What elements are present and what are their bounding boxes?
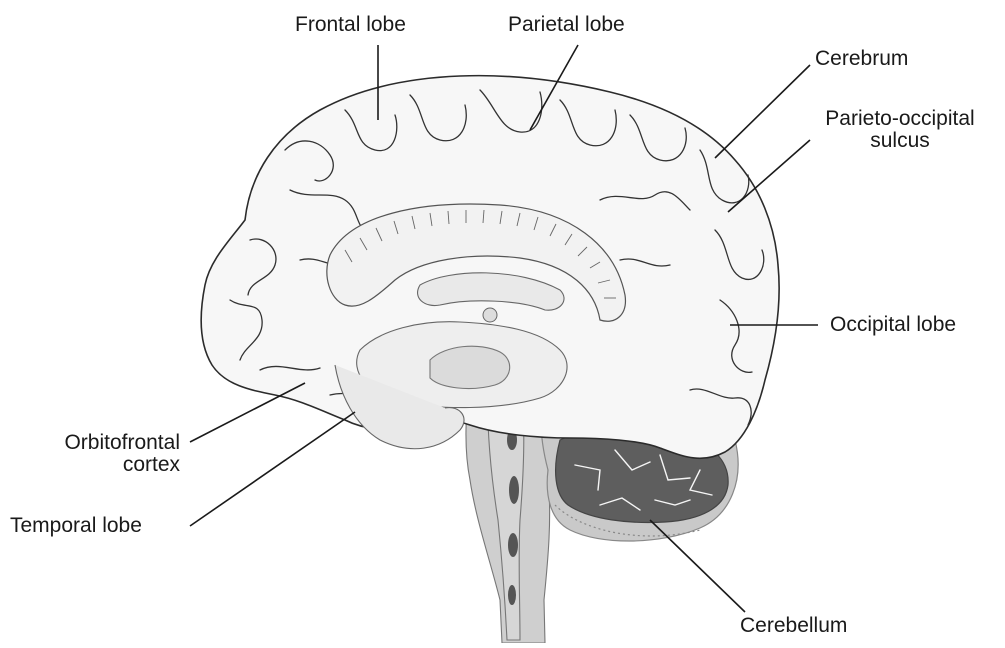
label-orbitofrontal-line1: Orbitofrontal [10, 432, 180, 454]
label-cerebrum: Cerebrum [815, 48, 908, 70]
label-occipital-lobe: Occipital lobe [830, 314, 956, 336]
label-orbitofrontal-line2: cortex [10, 454, 180, 476]
label-parieto-occipital-sulcus: Parieto-occipital sulcus [805, 108, 995, 152]
label-parieto-occipital-line2: sulcus [805, 130, 995, 152]
label-orbitofrontal-cortex: Orbitofrontal cortex [10, 432, 180, 476]
leader-cerebellum [650, 520, 745, 612]
leader-orbitofrontal [190, 383, 305, 442]
label-frontal-lobe: Frontal lobe [295, 14, 406, 36]
label-parieto-occipital-line1: Parieto-occipital [805, 108, 995, 130]
leader-cerebrum [715, 65, 810, 158]
label-temporal-lobe: Temporal lobe [10, 515, 142, 537]
label-cerebellum: Cerebellum [740, 615, 847, 637]
label-parietal-lobe: Parietal lobe [508, 14, 625, 36]
